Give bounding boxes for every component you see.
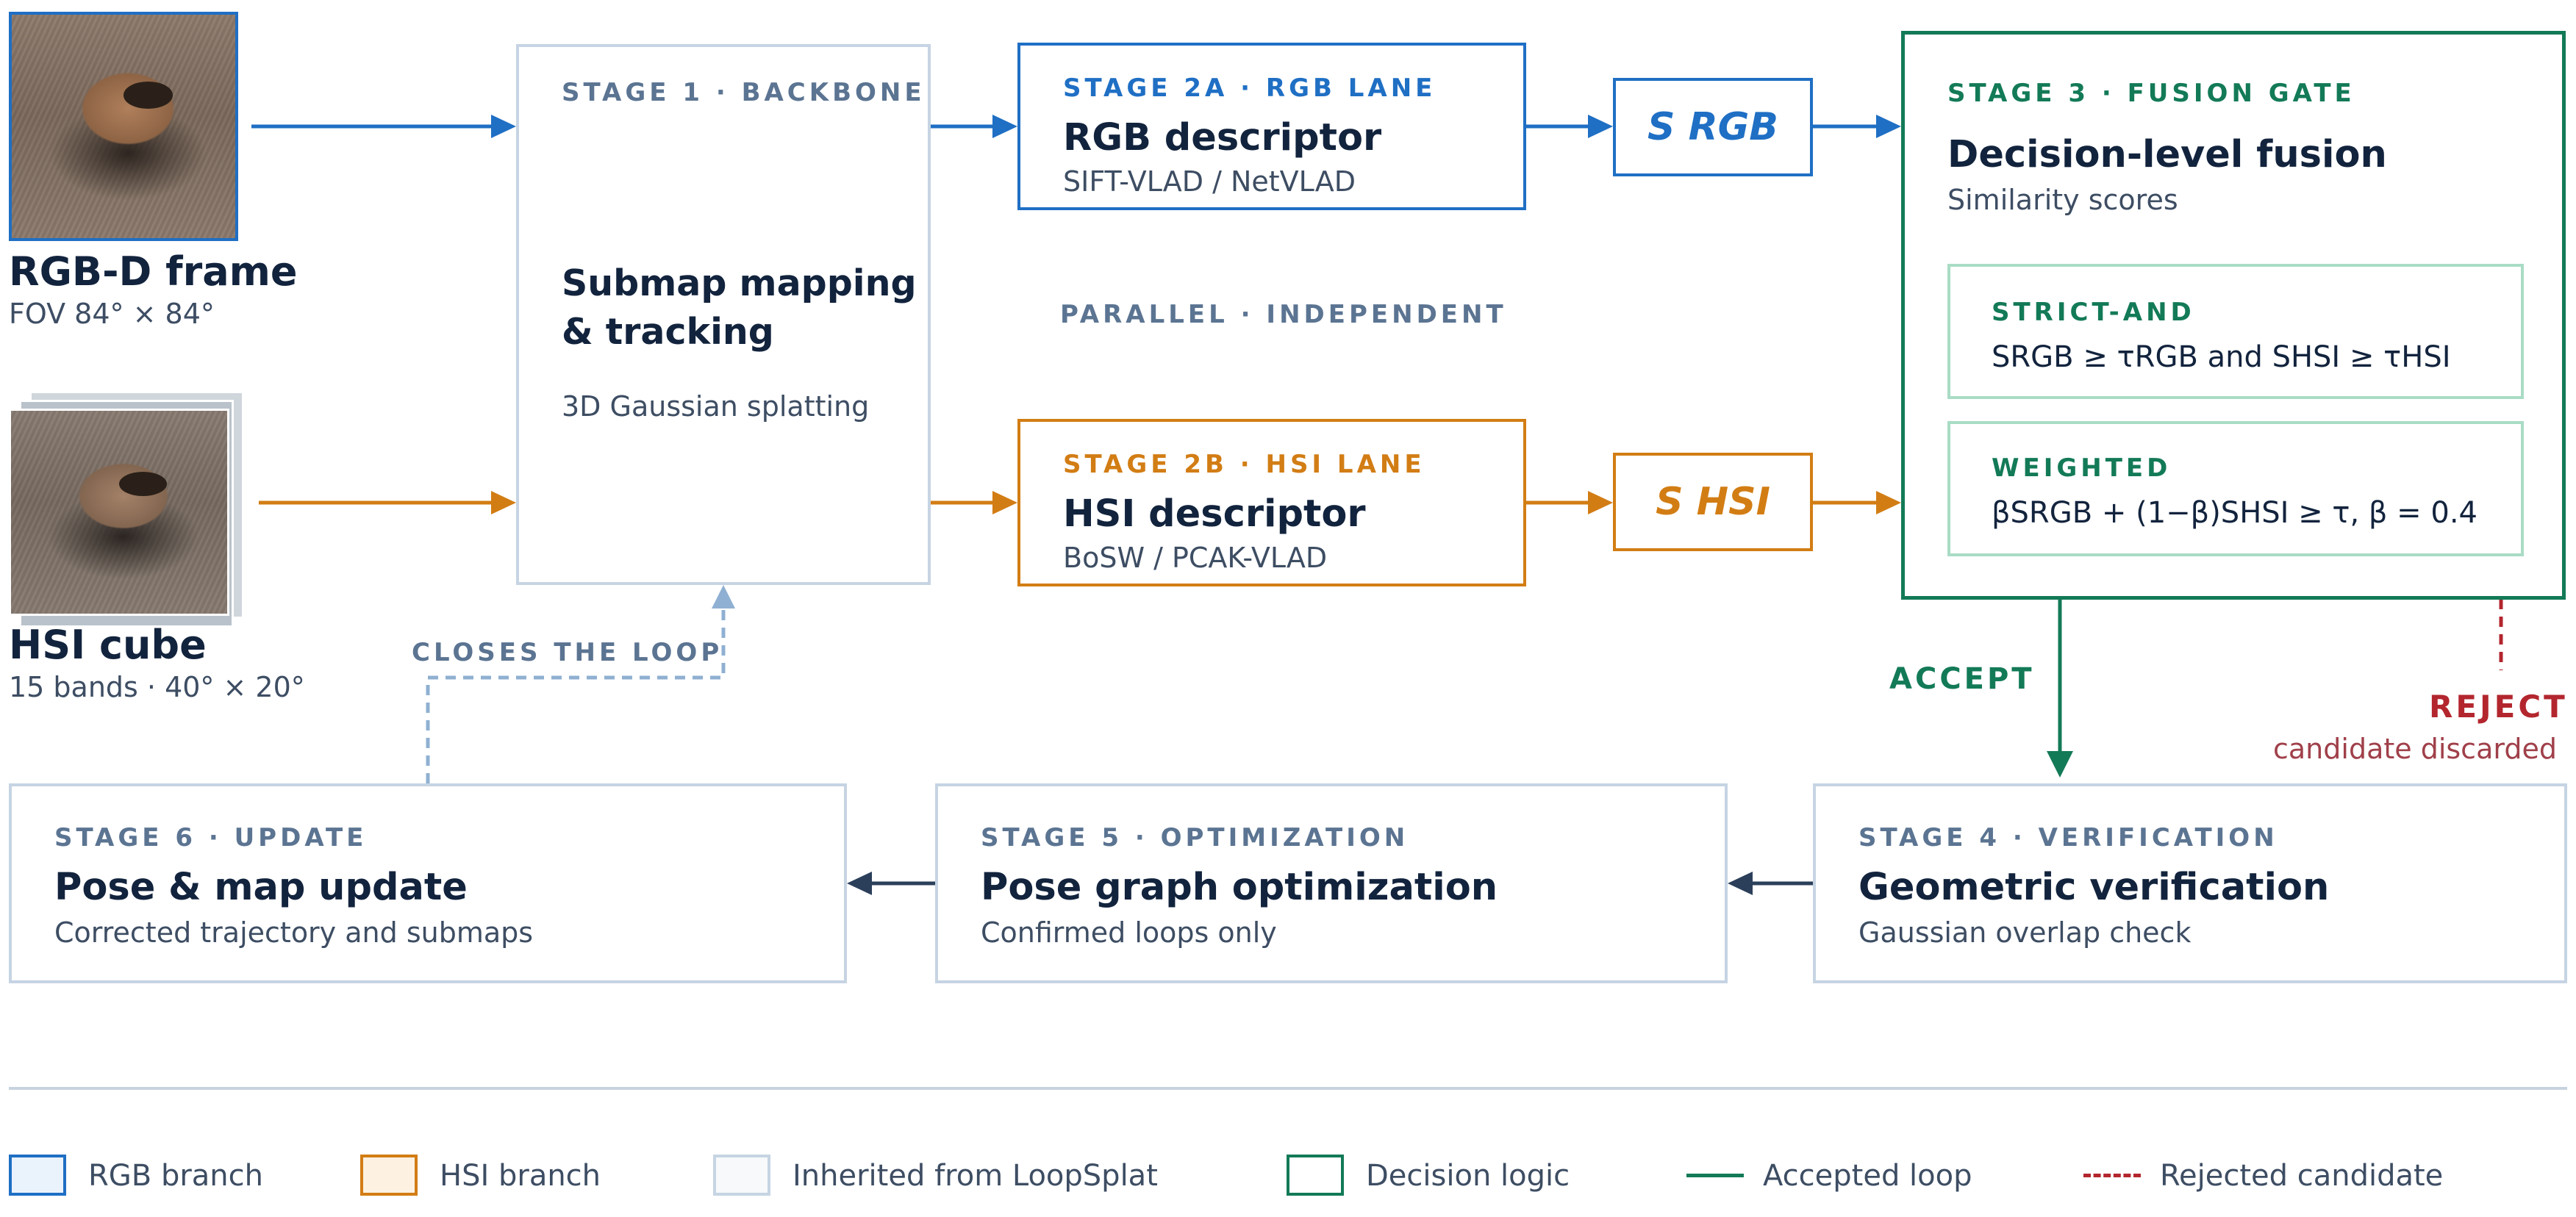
stage1-label: STAGE 1 · BACKBONE bbox=[562, 78, 926, 107]
legend-decision: Decision logic bbox=[1287, 1155, 1625, 1199]
hsi-thumbnail bbox=[9, 409, 229, 616]
rgbd-title: RGB-D frame bbox=[9, 248, 298, 295]
stage6-title: Pose & map update bbox=[54, 866, 468, 909]
legend-accepted-line bbox=[1686, 1174, 1744, 1177]
stage1-subtitle: 3D Gaussian splatting bbox=[562, 390, 870, 423]
arrowhead-shsi-stage3 bbox=[1876, 491, 1901, 514]
arrowhead-stage5-stage6 bbox=[847, 872, 872, 895]
legend-inherited-label: Inherited from LoopSplat bbox=[793, 1159, 1158, 1193]
stage4-subtitle: Gaussian overlap check bbox=[1858, 916, 2192, 949]
score-rgb-box: S RGB bbox=[1613, 78, 1813, 176]
arrowhead-2a-srgb bbox=[1588, 115, 1613, 138]
stage2b-box: STAGE 2B · HSI LANE HSI descriptor BoSW … bbox=[1017, 419, 1526, 586]
reject-label: REJECT bbox=[2429, 689, 2568, 725]
stage6-label: STAGE 6 · UPDATE bbox=[54, 823, 368, 852]
stage2a-subtitle: SIFT-VLAD / NetVLAD bbox=[1063, 165, 1356, 198]
stage3-box: STAGE 3 · FUSION GATE Decision-level fus… bbox=[1901, 31, 2566, 600]
rgbd-subtitle: FOV 84° × 84° bbox=[9, 298, 215, 330]
legend-inherited: Inherited from LoopSplat bbox=[713, 1155, 1242, 1199]
arrowhead-hsi-stage1 bbox=[491, 491, 516, 514]
legend-accepted: Accepted loop bbox=[1684, 1155, 2022, 1199]
stage3-subtitle: Similarity scores bbox=[1947, 184, 2178, 216]
legend-hsi: HSI branch bbox=[360, 1155, 654, 1199]
stage1-box: STAGE 1 · BACKBONE Submap mapping & trac… bbox=[516, 44, 931, 585]
stage2b-title: HSI descriptor bbox=[1063, 492, 1366, 536]
strict-and-rule: SRGB ≥ τRGB and SHSI ≥ τHSI bbox=[1992, 340, 2451, 374]
stage2b-label: STAGE 2B · HSI LANE bbox=[1063, 450, 1425, 479]
legend-rgb: RGB branch bbox=[9, 1155, 303, 1199]
legend-rgb-label: RGB branch bbox=[88, 1159, 263, 1193]
arrowhead-stage1-2b bbox=[992, 491, 1017, 514]
legend-accepted-label: Accepted loop bbox=[1763, 1159, 1972, 1193]
hsi-subtitle: 15 bands · 40° × 20° bbox=[9, 671, 305, 703]
closes-loop-dashed-line bbox=[426, 607, 726, 783]
legend-decision-label: Decision logic bbox=[1366, 1159, 1570, 1193]
stage4-box: STAGE 4 · VERIFICATION Geometric verific… bbox=[1813, 783, 2567, 983]
stage4-label: STAGE 4 · VERIFICATION bbox=[1858, 823, 2278, 852]
arrowhead-closes-loop bbox=[712, 585, 735, 608]
arrowhead-accept bbox=[2047, 751, 2073, 778]
hsi-title: HSI cube bbox=[9, 622, 207, 668]
closes-loop-label: CLOSES THE LOOP bbox=[412, 638, 723, 667]
accept-label: ACCEPT bbox=[1889, 662, 2035, 696]
stage1-title-line1: Submap mapping bbox=[562, 262, 917, 304]
legend-inherited-swatch bbox=[713, 1155, 770, 1196]
stage5-box: STAGE 5 · OPTIMIZATION Pose graph optimi… bbox=[935, 783, 1728, 983]
stage5-subtitle: Confirmed loops only bbox=[981, 916, 1277, 949]
stage6-subtitle: Corrected trajectory and submaps bbox=[54, 916, 534, 949]
stage1-title-line2: & tracking bbox=[562, 311, 774, 353]
stage2a-label: STAGE 2A · RGB LANE bbox=[1063, 73, 1437, 103]
arrowhead-rgbd-stage1 bbox=[491, 115, 516, 138]
legend-hsi-label: HSI branch bbox=[440, 1159, 601, 1193]
score-hsi-label: S HSI bbox=[1656, 480, 1770, 524]
arrowhead-stage4-stage5 bbox=[1728, 872, 1753, 895]
weighted-rule: βSRGB + (1−β)SHSI ≥ τ, β = 0.4 bbox=[1992, 496, 2477, 530]
stage2b-subtitle: BoSW / PCAK-VLAD bbox=[1063, 542, 1328, 574]
stage3-title: Decision-level fusion bbox=[1947, 133, 2387, 176]
reject-note: candidate discarded bbox=[2273, 733, 2557, 765]
legend-rejected: Rejected candidate bbox=[2081, 1155, 2492, 1199]
score-rgb-label: S RGB bbox=[1647, 105, 1778, 149]
stage3-label: STAGE 3 · FUSION GATE bbox=[1947, 79, 2355, 108]
stage5-title: Pose graph optimization bbox=[981, 866, 1498, 909]
stage6-box: STAGE 6 · UPDATE Pose & map update Corre… bbox=[9, 783, 847, 983]
parallel-note: PARALLEL · INDEPENDENT bbox=[1060, 300, 1507, 329]
legend-decision-swatch bbox=[1287, 1155, 1344, 1196]
weighted-box: WEIGHTED βSRGB + (1−β)SHSI ≥ τ, β = 0.4 bbox=[1947, 421, 2524, 556]
score-hsi-box: S HSI bbox=[1613, 453, 1813, 551]
stage5-label: STAGE 5 · OPTIMIZATION bbox=[981, 823, 1409, 852]
legend-rejected-line bbox=[2083, 1174, 2141, 1177]
stage2a-box: STAGE 2A · RGB LANE RGB descriptor SIFT-… bbox=[1017, 43, 1526, 210]
arrowhead-srgb-stage3 bbox=[1876, 115, 1901, 138]
stage2a-title: RGB descriptor bbox=[1063, 116, 1382, 159]
legend-rgb-swatch bbox=[9, 1155, 66, 1196]
rgbd-thumbnail bbox=[9, 12, 238, 241]
legend-hsi-swatch bbox=[360, 1155, 418, 1196]
legend-rejected-label: Rejected candidate bbox=[2160, 1159, 2444, 1193]
arrowhead-2b-shsi bbox=[1588, 491, 1613, 514]
stage4-title: Geometric verification bbox=[1858, 866, 2330, 909]
strict-and-box: STRICT-AND SRGB ≥ τRGB and SHSI ≥ τHSI bbox=[1947, 264, 2524, 399]
weighted-label: WEIGHTED bbox=[1992, 453, 2172, 483]
strict-and-label: STRICT-AND bbox=[1992, 298, 2195, 327]
arrowhead-stage1-2a bbox=[992, 115, 1017, 138]
